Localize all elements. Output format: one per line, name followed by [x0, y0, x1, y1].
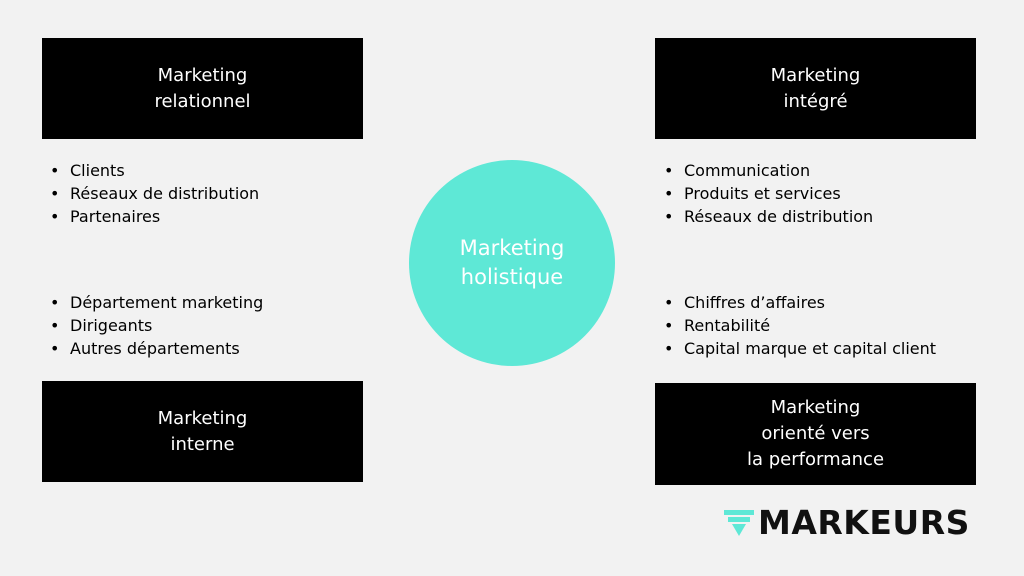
list-item: Dirigeants	[44, 314, 263, 337]
markeurs-logo: MARKEURS	[724, 502, 970, 542]
list-item: Chiffres d’affaires	[658, 291, 936, 314]
box-title-line: intégré	[783, 90, 848, 112]
list-item: Rentabilité	[658, 314, 936, 337]
box-marketing-interne: Marketing interne	[42, 381, 363, 482]
box-marketing-integre: Marketing intégré	[655, 38, 976, 139]
list-item: Produits et services	[658, 182, 873, 205]
list-item: Réseaux de distribution	[658, 205, 873, 228]
logo-text: MARKEURS	[758, 502, 970, 542]
list-item: Autres départements	[44, 337, 263, 360]
box-title-line: la performance	[746, 449, 885, 470]
list-marketing-performance: Chiffres d’affaires Rentabilité Capital …	[658, 291, 936, 360]
box-title-line: relationnel	[154, 90, 251, 112]
circle-marketing-holistique: Marketing holistique	[409, 160, 615, 366]
box-title-line: Marketing	[157, 64, 248, 86]
circle-title-line: holistique	[460, 265, 564, 289]
box-title-line: interne	[170, 433, 235, 455]
list-item: Communication	[658, 159, 873, 182]
list-marketing-interne: Département marketing Dirigeants Autres …	[44, 291, 263, 360]
list-marketing-integre: Communication Produits et services Résea…	[658, 159, 873, 228]
list-marketing-relationnel: Clients Réseaux de distribution Partenai…	[44, 159, 259, 228]
list-item: Capital marque et capital client	[658, 337, 936, 360]
list-item: Réseaux de distribution	[44, 182, 259, 205]
list-item: Clients	[44, 159, 259, 182]
box-marketing-relationnel: Marketing relationnel	[42, 38, 363, 139]
box-title-line: orienté vers	[761, 423, 870, 444]
list-item: Partenaires	[44, 205, 259, 228]
list-item: Département marketing	[44, 291, 263, 314]
stacked-chevron-icon	[724, 510, 754, 536]
box-title-line: Marketing	[157, 407, 248, 429]
circle-title-line: Marketing	[459, 236, 565, 260]
box-title-line: Marketing	[770, 397, 861, 418]
box-marketing-oriente-performance: Marketing orienté vers la performance	[655, 383, 976, 485]
box-title-line: Marketing	[770, 64, 861, 86]
